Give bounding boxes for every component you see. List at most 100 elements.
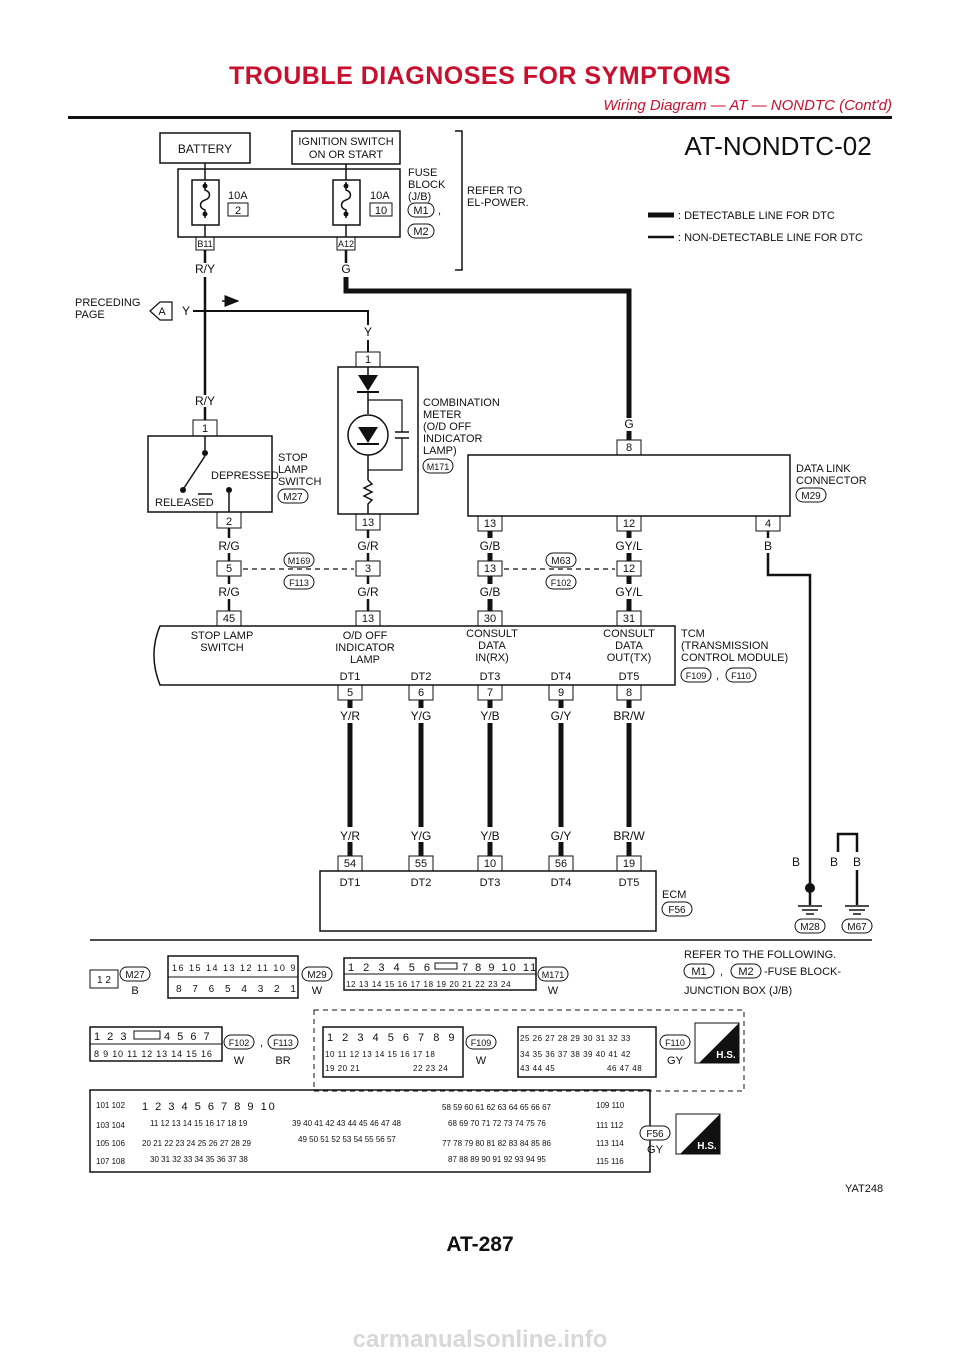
ecm-pin-19: 19 [623,858,635,870]
wire-yg-2: Y/G [411,829,432,843]
fuse-1-amp: 10A [228,190,248,202]
fuse-block-label-3: (J/B) [408,191,431,203]
stop-lamp-switch-box [147,435,273,513]
tcm-dt5: DT5 [619,671,640,683]
wire-yb-2: Y/B [480,829,499,843]
jc1-pin-a: 5 [226,563,232,575]
tcm-dt2: DT2 [411,671,432,683]
jc2-top: M63 [551,556,571,567]
dashed-group [313,1009,745,1092]
refer-el-1: REFER TO [467,185,523,197]
dlc-pin8: 8 [626,442,632,454]
svg-text:103 104: 103 104 [96,1121,125,1130]
svg-text:58 59 60 61 62 63 64 65 66 67: 58 59 60 61 62 63 64 65 66 67 [442,1103,552,1112]
svg-text:115 116: 115 116 [596,1157,624,1166]
dlc-conn: M29 [801,491,821,502]
stop-switch-pin1: 1 [202,423,208,435]
ecm-dt3: DT3 [480,877,501,889]
diagram-code: AT-NONDTC-02 [684,131,871,161]
m29-connector-view: 16 15 14 13 12 11 10 9 8 7 6 5 4 3 2 1 [167,955,299,999]
meter-pin13: 13 [362,517,374,529]
svg-text:7 8 9 10 11: 7 8 9 10 11 [462,962,538,974]
jc2-pin-a: 13 [484,563,496,575]
resistor-icon [362,479,374,514]
m171-id: M171 [542,970,565,980]
tcm-label-1: TCM [681,628,705,640]
ground-2-icon [845,905,869,915]
refer-conn-m2: M2 [738,966,753,978]
ecm-label: ECM [662,889,686,901]
meter-label-1: COMBINATION [423,397,500,409]
wire-gy-1: G/Y [551,709,572,723]
tcm-conn1: F109 [686,671,707,681]
tcm-pin-31: 31 [623,613,635,625]
watermark: carmanualsonline.info [352,1326,608,1353]
wire-gyl-2: GY/L [615,585,643,599]
jc1-pin-b: 3 [365,563,371,575]
preceding-letter: A [158,306,166,318]
svg-text:19 20 21: 19 20 21 [325,1064,360,1073]
tcm-func3-1: CONSULT [466,628,518,640]
fuse-1-icon [199,182,211,218]
tcm-dt4: DT4 [551,671,572,683]
tcm-dt1: DT1 [340,671,361,683]
fuse-block-comma: , [438,205,441,217]
wire-yr-1: Y/R [340,709,360,723]
f110-connector-view: 25 26 27 28 29 30 31 32 33 34 35 36 37 3… [517,1026,657,1078]
dlc-pin4: 4 [765,518,771,530]
tcm-label-2: (TRANSMISSION [681,640,768,652]
svg-text:34 35 36 37 38 39 40 41 42: 34 35 36 37 38 39 40 41 42 [520,1050,631,1059]
f56-id: F56 [646,1129,664,1140]
tcm-func4-1: CONSULT [603,628,655,640]
page-title: TROUBLE DIAGNOSES FOR SYMPTOMS [228,62,732,90]
stop-switch-released: RELEASED [155,497,214,509]
ecm-dt1: DT1 [340,877,361,889]
refer-follow-3: JUNCTION BOX (J/B) [684,985,792,997]
meter-label-2: METER [423,409,462,421]
m27-color: B [131,985,138,997]
svg-text:16 15 14 13 12 11 10 9: 16 15 14 13 12 11 10 9 [172,963,297,973]
wire-g-top: G [341,262,350,276]
legend-dtc: : DETECTABLE LINE FOR DTC [678,210,835,222]
svg-text:111 112: 111 112 [596,1121,624,1130]
wire-gyl-1: GY/L [615,539,643,553]
wire-y-pre: Y [182,304,190,318]
refer-el-2: EL-POWER. [467,197,529,209]
svg-text:1 2 3 4 5 6 7 8 9: 1 2 3 4 5 6 7 8 9 [327,1032,458,1044]
svg-text:11 12 13 14 15 16 17 18 19: 11 12 13 14 15 16 17 18 19 [150,1119,248,1128]
wire-g-dlc: G [624,417,633,431]
svg-text:1 2 3: 1 2 3 [94,1031,128,1043]
wire-gb-1: G/B [480,539,501,553]
m27-id: M27 [125,970,145,981]
tcm-func1-2: SWITCH [200,642,243,654]
svg-text:12 13 14 15 16 17 18 19 20 21: 12 13 14 15 16 17 18 19 20 21 22 23 24 [346,980,511,989]
stop-switch-conn: M27 [283,492,303,503]
m171-connector-view: 1 2 3 4 5 6 7 8 9 10 11 12 13 14 15 16 1… [343,957,538,991]
svg-text:105 106: 105 106 [96,1139,125,1148]
fuse-block-conn-m2: M2 [413,226,428,238]
meter-box [337,366,419,515]
svg-text:49 50 51 52 53 54 55 56 57: 49 50 51 52 53 54 55 56 57 [298,1135,396,1144]
ecm-pin-10: 10 [484,858,496,870]
wire-b-dlc: B [764,539,772,553]
f56-color: GY [647,1144,664,1156]
wire-gb-2: G/B [480,585,501,599]
wire-b-g2: B [830,855,838,869]
f102-color: W [234,1055,245,1067]
wire-ry-mid: R/Y [195,394,215,408]
tcm-func3-3: IN(RX) [475,652,509,664]
m29-color: W [312,985,323,997]
ecm-conn: F56 [668,905,686,916]
wire-yr-2: Y/R [340,829,360,843]
refer-follow-2: -FUSE BLOCK- [764,966,841,978]
fuse-2-num: 10 [375,205,387,217]
svg-text:68 69 70 71 72 73 74 75 76: 68 69 70 71 72 73 74 75 76 [448,1119,546,1128]
svg-text:77 78 79 80 81 82 83 84 85 86: 77 78 79 80 81 82 83 84 85 86 [442,1139,552,1148]
wire-gr-1: G/R [357,539,379,553]
diode-icon [358,375,378,391]
legend-nondtc: : NON-DETECTABLE LINE FOR DTC [678,232,863,244]
tcm-func4-3: OUT(TX) [607,652,652,664]
tcm-dt3: DT3 [480,671,501,683]
ecm-pin-54: 54 [344,858,356,870]
ecm-dt5: DT5 [619,877,640,889]
